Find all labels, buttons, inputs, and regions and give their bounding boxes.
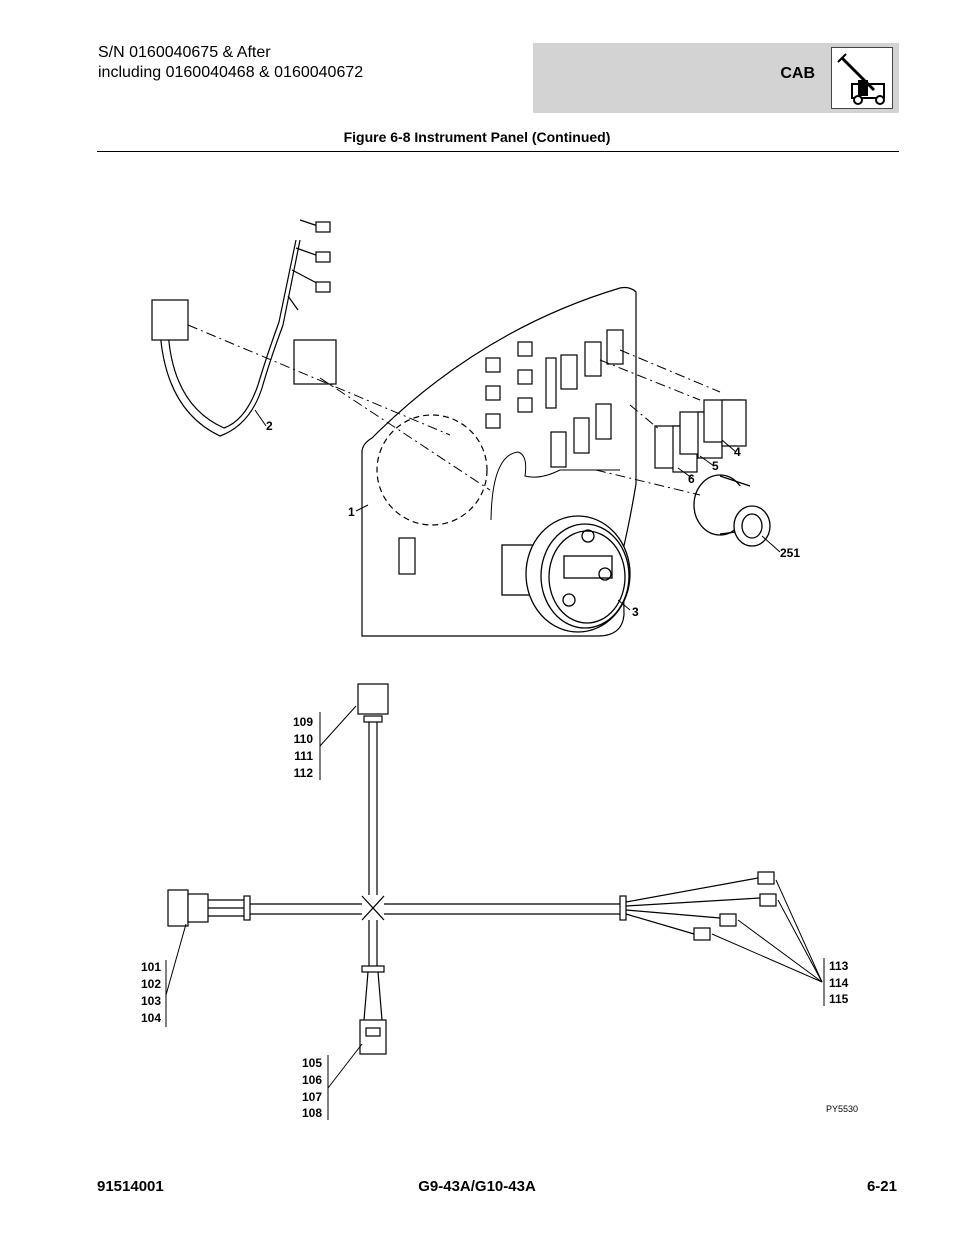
instrument-panel-plate (361, 286, 637, 637)
footer-part-number: 91514001 (97, 1178, 164, 1195)
sub-harness (151, 219, 337, 437)
gauge-assembly (501, 515, 631, 633)
callout-4: 4 (734, 445, 741, 459)
callout-113: 113 (829, 959, 849, 973)
main-harness (167, 683, 777, 1055)
telehandler-icon (831, 47, 893, 109)
harness-leader-lines (165, 705, 825, 1120)
callout-1: 1 (348, 505, 355, 519)
callout-106: 106 (302, 1073, 322, 1087)
panel-callouts: 1 2 3 4 5 6 251 (266, 419, 800, 619)
section-tab: CAB (533, 43, 899, 113)
drawing-id: PY5530 (826, 1104, 858, 1114)
callout-5: 5 (712, 459, 719, 473)
callout-112: 112 (294, 766, 314, 780)
footer-page-number: 6-21 (866, 1178, 897, 1195)
harness-callouts-top: 109 110 111 112 (293, 715, 313, 780)
explode-lines (187, 324, 721, 496)
instrument-panel-drawing: 1 2 3 4 5 6 251 (141, 219, 858, 1120)
harness-callouts-left: 101 102 103 104 (141, 960, 161, 1025)
callout-115: 115 (829, 992, 849, 1006)
callout-102: 102 (141, 977, 161, 991)
callout-111: 111 (294, 749, 313, 763)
figure-title: Figure 6-8 Instrument Panel (Continued) (343, 129, 611, 145)
panel-leader-lines (254, 409, 781, 611)
callout-2: 2 (266, 419, 273, 433)
callout-103: 103 (141, 994, 161, 1008)
footer-model: G9-43A/G10-43A (418, 1178, 536, 1195)
callout-114: 114 (829, 976, 849, 990)
rocker-switches (654, 399, 747, 473)
callout-3: 3 (632, 605, 639, 619)
header-rule (97, 151, 899, 152)
serial-line-1: S/N 0160040675 & After (98, 44, 271, 61)
callout-101: 101 (141, 960, 161, 974)
serial-number-block: S/N 0160040675 & After including 0160040… (98, 43, 363, 83)
harness-callouts-right: 113 114 115 (829, 959, 849, 1006)
callout-104: 104 (141, 1011, 161, 1025)
callout-251: 251 (780, 546, 800, 560)
callout-109: 109 (293, 715, 313, 729)
callout-6: 6 (688, 472, 695, 486)
callout-107: 107 (302, 1090, 322, 1104)
callout-108: 108 (302, 1106, 322, 1120)
section-label: CAB (780, 65, 815, 82)
serial-line-2: including 0160040468 & 0160040672 (98, 64, 364, 81)
callout-105: 105 (302, 1056, 322, 1070)
key-switch (693, 474, 771, 547)
callout-110: 110 (294, 732, 314, 746)
harness-callouts-bottom: 105 106 107 108 (302, 1056, 322, 1120)
